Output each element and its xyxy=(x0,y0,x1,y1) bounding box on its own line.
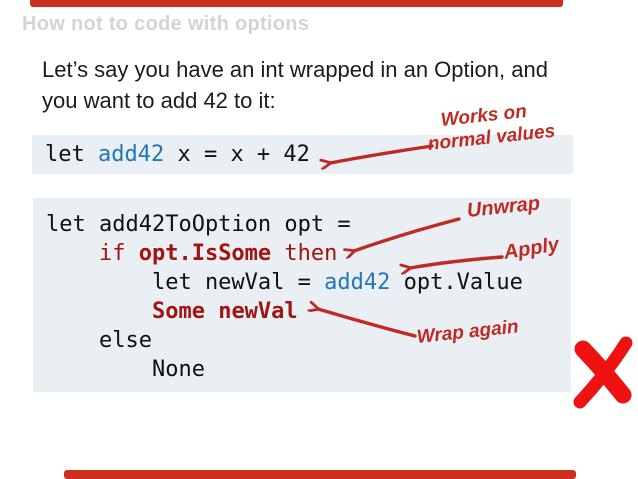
code-token-if: if xyxy=(46,241,139,266)
code-line: None xyxy=(46,355,571,384)
code-line: else xyxy=(46,326,571,355)
intro-line-1: Let’s say you have an int wrapped in an … xyxy=(42,57,548,82)
code-token-add42: add42 xyxy=(324,270,391,295)
code-line: let newVal = add42 opt.Value xyxy=(46,268,571,297)
code-token xyxy=(46,299,152,324)
code-token-add42: add42 xyxy=(97,142,165,167)
top-red-bar xyxy=(30,0,563,7)
intro-text: Let’s say you have an int wrapped in an … xyxy=(42,54,602,116)
code-line: Some newVal xyxy=(46,297,571,326)
x-mark-icon xyxy=(573,336,633,409)
code-block-add42: let add42 x = x + 42 xyxy=(32,135,573,174)
code-token-some-newval: Some newVal xyxy=(151,299,298,324)
code-block-add42-to-option: let add42ToOption opt = if opt.IsSome th… xyxy=(33,198,571,392)
code-token: x = x + 42 xyxy=(164,142,310,167)
code-token: opt.Value xyxy=(390,270,523,295)
code-token-issome: opt.IsSome xyxy=(138,241,272,266)
intro-line-2: you want to add 42 to it: xyxy=(42,88,276,113)
code-token-else: else xyxy=(46,328,152,353)
slide-title: How not to code with options xyxy=(22,13,310,35)
bottom-red-bar xyxy=(64,470,576,479)
code-token: let add42ToOption opt = xyxy=(46,212,351,237)
code-token: let xyxy=(45,142,98,167)
code-token: let newVal = xyxy=(46,270,325,295)
code-line: let add42 x = x + 42 xyxy=(45,142,310,167)
code-token-none: None xyxy=(46,357,205,382)
code-line: let add42ToOption opt = xyxy=(46,210,571,239)
code-line: if opt.IsSome then xyxy=(46,239,571,268)
code-token-then: then xyxy=(271,241,338,266)
